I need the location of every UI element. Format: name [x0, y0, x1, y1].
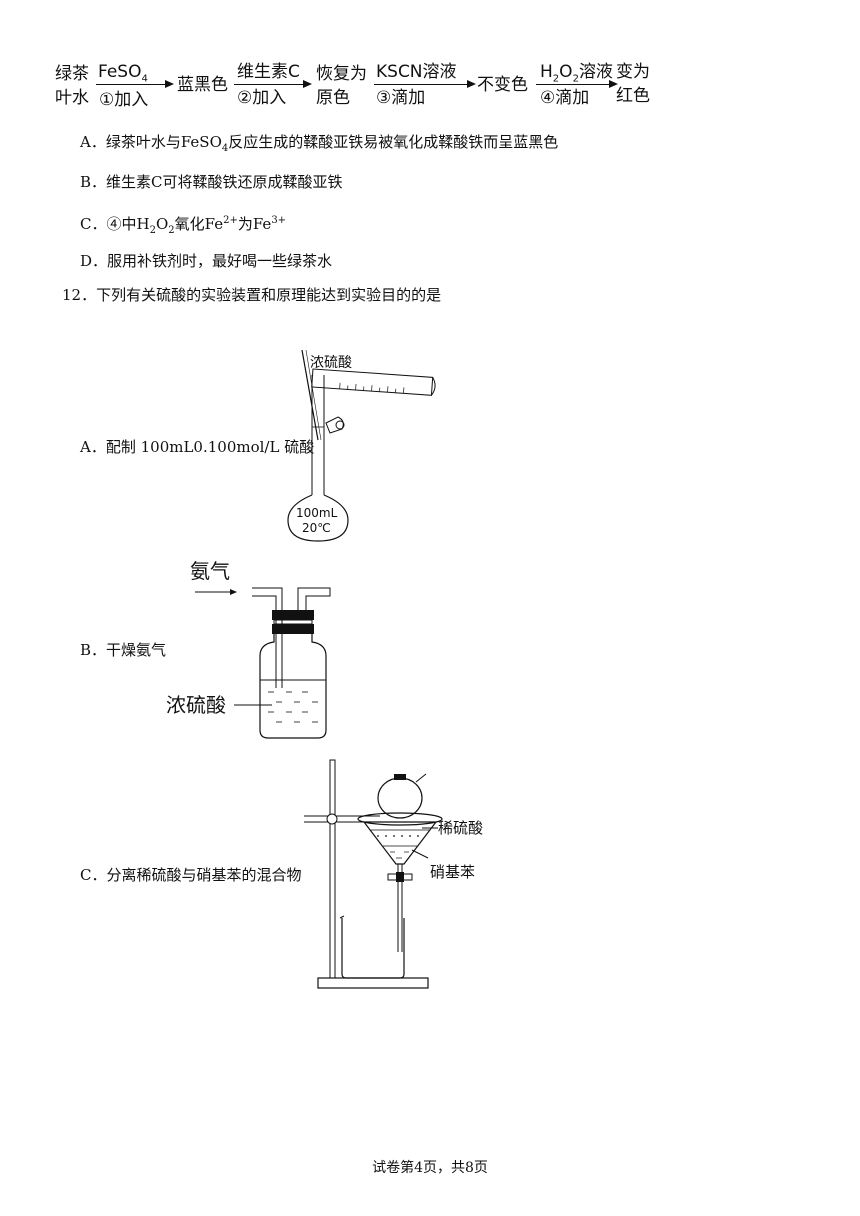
bottle-icon	[259, 634, 327, 739]
flow-step4-action: ④滴加	[540, 88, 590, 108]
fig-b-gas-label: 氨气	[190, 559, 230, 583]
page-footer: 试卷第4页，共8页	[372, 1160, 488, 1176]
flow-step1-reagent: FeSO4	[98, 62, 148, 85]
separatory-funnel-figure: 稀硫酸 硝基苯	[304, 759, 483, 989]
flow-step3-action: ③滴加	[376, 88, 426, 108]
iron-ring-icon	[357, 812, 443, 826]
funnel-cone-icon	[362, 821, 438, 865]
q11-option-d: D．服用补铁剂时，最好喝一些绿茶水	[80, 252, 333, 270]
flow-step3-reagent: KSCN溶液	[376, 62, 457, 82]
arrow-right-icon	[467, 80, 476, 88]
rubber-stopper-icon	[272, 610, 314, 620]
stand-rod-icon	[329, 759, 336, 979]
flow-arrow-4	[536, 84, 610, 85]
stopper-icon	[325, 416, 344, 434]
fig-a-flask-temp: 20℃	[302, 521, 331, 535]
graduated-cylinder-icon	[311, 368, 436, 396]
stand-base-icon	[317, 977, 429, 989]
flow-result-3: 不变色	[477, 75, 528, 95]
flow-arrow-1	[96, 84, 166, 85]
fig-c-lower-label: 硝基苯	[430, 863, 475, 881]
flow-start-bottom: 叶水	[55, 88, 89, 108]
liquid-hatch	[268, 691, 318, 723]
q12-stem: 12．下列有关硫酸的实验装置和原理能达到实验目的的是	[62, 286, 442, 304]
fig-a-reagent-label: 浓硫酸	[310, 355, 352, 371]
q11-option-c: C．④中H2O2氧化Fe2+为Fe3+	[80, 215, 287, 236]
arrow-right-icon	[609, 80, 618, 88]
flow-start-top: 绿茶	[55, 64, 89, 84]
arrow-right-icon	[165, 80, 174, 88]
q11-option-a: A．绿茶叶水与FeSO4反应生成的鞣酸亚铁易被氧化成鞣酸铁而呈蓝黑色	[80, 133, 559, 154]
gas-washing-bottle-figure: 氨气 浓硫酸	[166, 559, 331, 739]
glass-rod-icon	[301, 349, 319, 441]
fig-c-upper-label: 稀硫酸	[438, 819, 483, 837]
fig-b-liquid-label: 浓硫酸	[166, 693, 226, 717]
arrow-right-icon	[303, 80, 312, 88]
beaker-icon	[341, 918, 405, 979]
q12-option-c: C．分离稀硫酸与硝基苯的混合物	[80, 866, 302, 884]
q12-option-a: A．配制 100mL0.100mol/L 硫酸	[80, 438, 315, 456]
flow-result-1: 蓝黑色	[177, 75, 228, 95]
flow-step2-action: ②加入	[237, 88, 287, 108]
flow-result-4-bottom: 红色	[616, 86, 650, 106]
flow-step1-action: ①加入	[99, 90, 149, 110]
flow-result-2-bottom: 原色	[316, 88, 350, 108]
q12-option-b: B．干燥氨气	[80, 641, 167, 659]
flow-arrow-3	[374, 84, 468, 85]
fig-a-flask-volume: 100mL	[296, 506, 338, 520]
flow-step4-reagent: H2O2溶液	[540, 62, 613, 85]
flow-result-4-top: 变为	[616, 62, 650, 82]
flow-step2-reagent: 维生素C	[237, 62, 300, 82]
q11-option-b: B．维生素C可将鞣酸铁还原成鞣酸亚铁	[80, 173, 343, 191]
flow-arrow-2	[234, 84, 304, 85]
flask-bulb-icon	[287, 494, 349, 542]
flow-result-2-top: 恢复为	[316, 64, 367, 84]
volumetric-flask-figure: 浓硫酸 100mL 20℃	[287, 349, 436, 542]
